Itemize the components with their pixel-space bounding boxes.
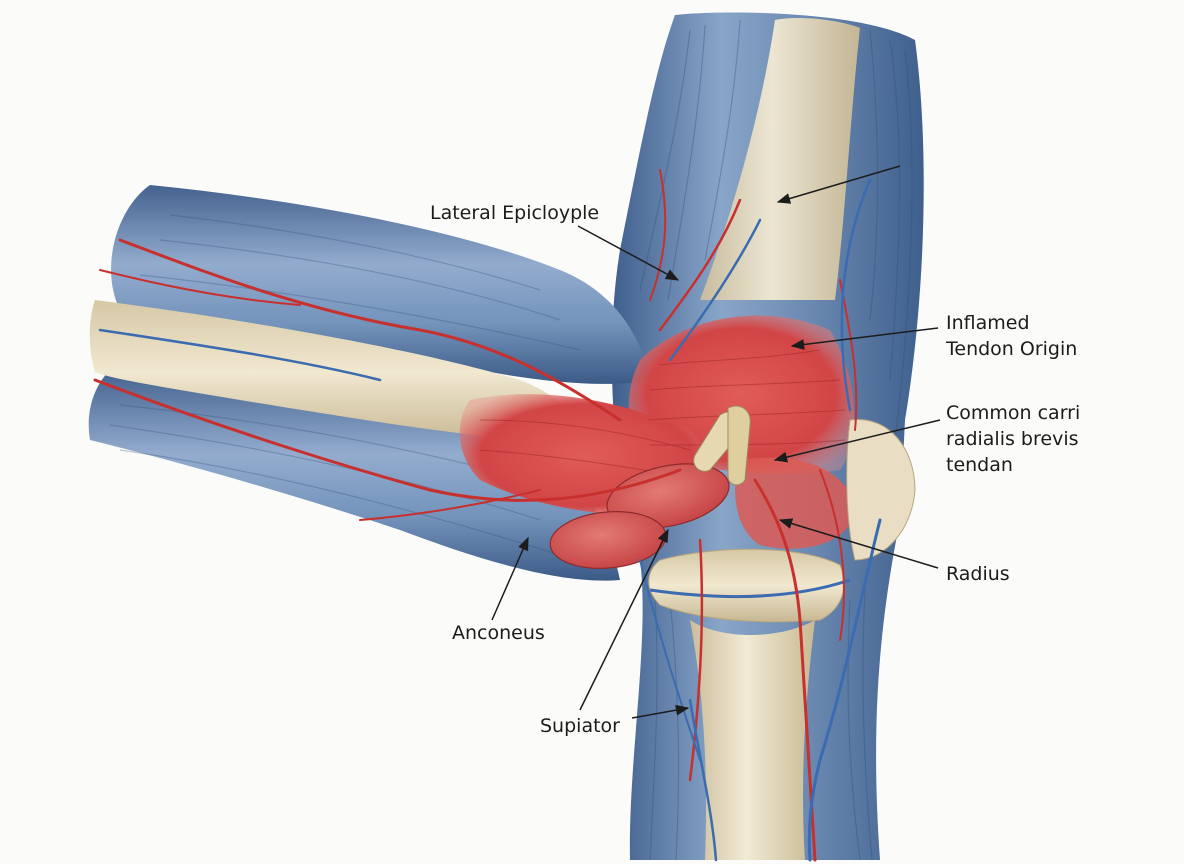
label-radius: Radius [946,561,1010,587]
label-lateral-epicondyle: Lateral Epicloyple [430,200,599,226]
label-supinator-text: Supiator [540,715,620,737]
arteries [93,169,858,862]
lateral-condyle [846,419,916,561]
leader-inflamed-tendon [790,327,939,350]
supinator-belly-upper [606,463,730,529]
articular-line [649,578,851,599]
upper-muscle-belly [111,185,650,384]
leader-lateral-epicondyle [577,225,680,281]
label-anconeus-text: Anconeus [452,622,545,644]
label-common-tendon: Common carri radialis brevis tendan [946,400,1080,478]
lower-muscle-belly [88,370,621,581]
leader-common-tendon [773,419,941,463]
tendon-pieces [693,405,751,486]
tendon-strip-right [727,405,751,486]
horizontal-forearm [88,185,650,581]
label-inflamed-line2: Tendon Origin [946,338,1078,360]
label-common-line3: tendan [946,454,1013,476]
label-common-line2: radialis brevis [946,428,1079,450]
label-anconeus: Anconeus [452,620,545,646]
leader-lines [491,165,941,719]
leader-radius [778,518,939,569]
label-common-line1: Common carri [946,402,1081,424]
supinator-muscle [549,463,730,569]
radius-shaft [690,620,815,860]
label-supinator: Supiator [540,713,620,739]
label-inflamed-tendon-origin: Inflamed Tendon Origin [946,310,1077,362]
humerus-shaft [700,17,860,300]
leader-anconeus [491,536,529,621]
radius-head [648,548,845,623]
leader-top-humerus [776,165,901,204]
radius-bone [648,548,851,860]
label-inflamed-line1: Inflamed [946,312,1030,334]
leader-supinator-upper [579,528,669,711]
veins [98,178,882,862]
leader-supinator-lower [631,704,690,719]
radial-head-region [735,457,855,549]
label-lateral-epicondyle-text: Lateral Epicloyple [430,202,600,224]
ulna-shaft [89,300,585,445]
label-radius-text: Radius [946,563,1010,585]
